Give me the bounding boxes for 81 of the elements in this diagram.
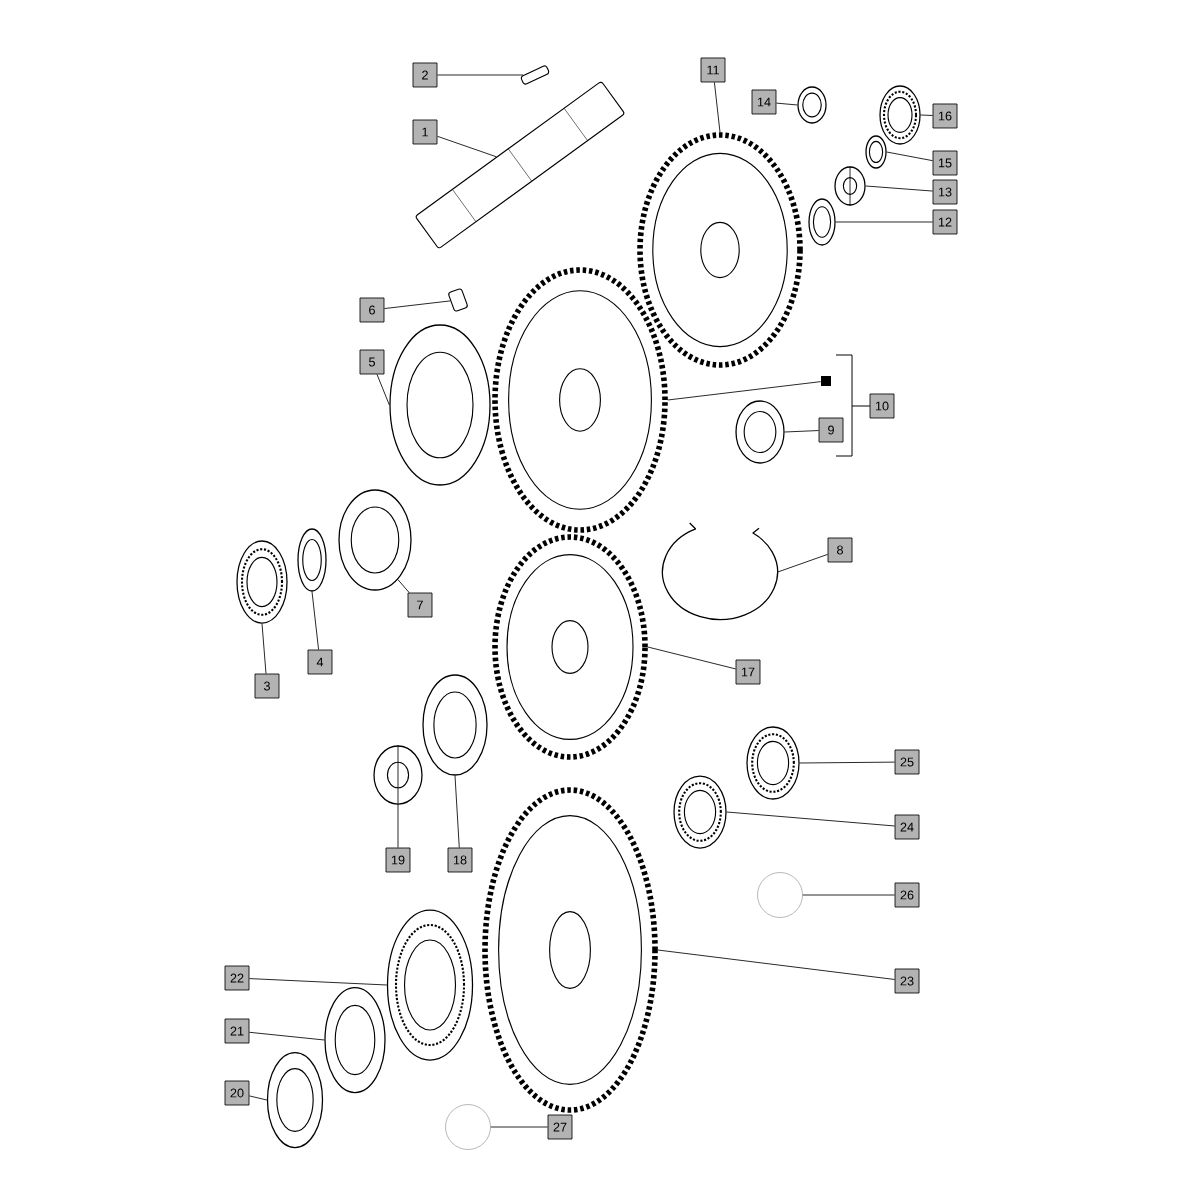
leader-line — [397, 804, 399, 848]
leader-line — [802, 894, 895, 896]
callout-number: 14 — [751, 89, 777, 115]
callout-number: 27 — [547, 1114, 573, 1140]
callout-number: 11 — [700, 57, 726, 83]
clutch-hub — [389, 324, 491, 486]
callout-number: 1 — [412, 119, 438, 145]
leader-line — [249, 1031, 325, 1041]
leader-line — [261, 623, 267, 674]
circlip — [297, 528, 327, 592]
bearing — [236, 540, 288, 624]
callout-number: 6 — [359, 297, 385, 323]
leader-line — [714, 82, 721, 133]
ring — [324, 986, 386, 1094]
callout-number: 26 — [894, 882, 920, 908]
leader-line — [384, 300, 451, 309]
pin — [448, 288, 468, 312]
leader-line — [776, 102, 798, 106]
empty-circle — [757, 872, 803, 918]
washer — [808, 198, 836, 246]
wire-ring — [661, 522, 779, 621]
leader-line — [799, 761, 895, 764]
leader-line — [657, 949, 895, 980]
empty-circle — [445, 1104, 491, 1150]
callout-number: 5 — [359, 349, 385, 375]
callout-number: 25 — [894, 749, 920, 775]
shaft — [415, 81, 625, 249]
leader-line — [490, 1126, 548, 1128]
callout-number: 22 — [224, 965, 250, 991]
callout-number: 2 — [412, 62, 438, 88]
nut — [373, 744, 423, 806]
callout-number: 20 — [224, 1080, 250, 1106]
leader-line — [886, 151, 933, 162]
leader-line — [667, 381, 822, 401]
leader-line — [249, 978, 388, 986]
leader-line — [726, 811, 895, 827]
washer — [865, 135, 887, 169]
gear — [482, 787, 658, 1113]
leader-line — [454, 775, 460, 848]
callout-number: 4 — [307, 649, 333, 675]
callout-number: 24 — [894, 814, 920, 840]
callout-number: 3 — [254, 673, 280, 699]
callout-number: 16 — [932, 103, 958, 129]
key — [520, 65, 550, 85]
callout-number: 8 — [827, 537, 853, 563]
leader-line — [397, 579, 410, 593]
callout-number: 15 — [932, 150, 958, 176]
gear — [637, 132, 803, 368]
leader-line — [865, 185, 933, 192]
callout-number: 17 — [735, 659, 761, 685]
leader-line — [835, 221, 933, 223]
washer — [797, 86, 827, 124]
leader-line — [376, 374, 390, 406]
leader-line — [777, 553, 828, 573]
bushing — [735, 400, 785, 464]
callout-number: 18 — [447, 847, 473, 873]
callout-number: 10 — [869, 393, 895, 419]
callout-number: 21 — [224, 1018, 250, 1044]
leader-line — [647, 646, 736, 670]
bearing — [879, 85, 921, 145]
leader-line — [311, 591, 319, 650]
ring — [266, 1051, 324, 1149]
leader-line — [437, 135, 497, 158]
callout-number: 13 — [932, 179, 958, 205]
leader-line — [920, 114, 933, 116]
nut — [834, 165, 866, 207]
callout-number: 12 — [932, 209, 958, 235]
leader-line — [437, 74, 524, 76]
leader-line — [784, 430, 819, 433]
callout-number: 7 — [407, 592, 433, 618]
marker-square — [821, 376, 831, 386]
callout-number: 9 — [818, 417, 844, 443]
sprocket — [492, 534, 648, 760]
dog-sleeve — [338, 489, 412, 591]
bearing — [386, 909, 474, 1061]
needle-bearing — [673, 775, 727, 849]
callout-number: 23 — [894, 968, 920, 994]
washer — [422, 674, 488, 776]
needle-bearing — [746, 726, 800, 800]
leader-line — [249, 1095, 268, 1101]
callout-number: 19 — [385, 847, 411, 873]
